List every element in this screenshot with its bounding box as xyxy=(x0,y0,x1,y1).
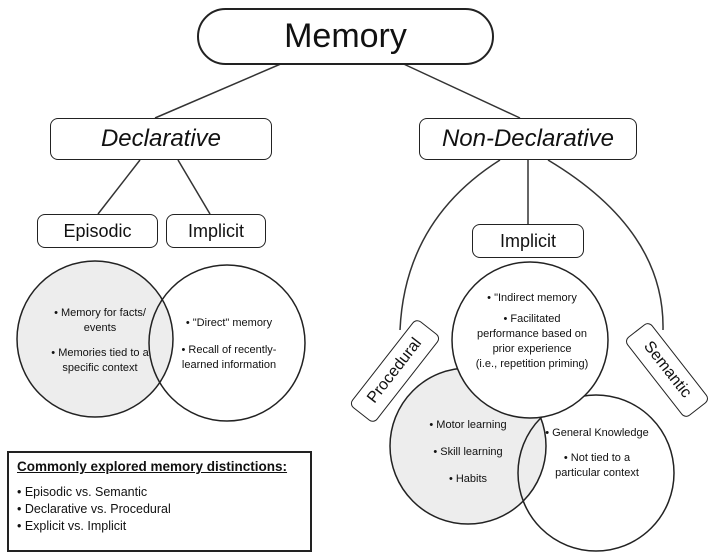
nondeclarative-implicit-text-line: • "Indirect memory xyxy=(487,292,577,304)
declarative-label: Declarative xyxy=(100,125,222,152)
connector-memory-declarative xyxy=(154,59,291,119)
episodic-text-line: specific context xyxy=(62,362,138,374)
nondeclarative-implicit-text-line: • Facilitated xyxy=(503,313,561,325)
declarative-implicit-text-line: • "Direct" memory xyxy=(185,317,273,329)
connector-nondeclarative-semantic xyxy=(547,159,664,331)
procedural-text-line: • Motor learning xyxy=(429,419,507,431)
declarative-implicit-label: Implicit xyxy=(187,220,244,241)
declarative-implicit-text-line: learned information xyxy=(181,359,277,371)
procedural-circle-text: • Motor learning • Skill learning • Habi… xyxy=(418,418,518,487)
circle-semantic xyxy=(517,394,675,552)
circle-declarative-implicit xyxy=(148,264,306,422)
semantic-text-line: particular context xyxy=(555,467,639,479)
declarative-node: Declarative xyxy=(50,118,272,160)
semantic-text-line: • General Knowledge xyxy=(545,427,649,439)
legend-item: • Explicit vs. Implicit xyxy=(17,519,127,533)
nondeclarative-implicit-text-line: performance based on xyxy=(476,328,588,340)
connector-declarative-episodic xyxy=(97,159,141,215)
nondeclarative-node: Non-Declarative xyxy=(419,118,637,160)
distinctions-legend: Commonly explored memory distinctions: •… xyxy=(7,451,312,552)
memory-node: Memory xyxy=(197,8,494,65)
declarative-implicit-node: Implicit xyxy=(166,214,266,248)
semantic-text-line: • Not tied to a xyxy=(563,452,631,464)
legend-item: • Episodic vs. Semantic xyxy=(17,485,148,499)
circle-nondeclarative-implicit xyxy=(451,261,609,419)
episodic-text-line: • Memory for facts/ xyxy=(54,307,146,319)
episodic-text-line: events xyxy=(83,322,117,334)
connector-nondeclarative-procedural xyxy=(399,159,501,331)
memory-title: Memory xyxy=(284,17,407,55)
declarative-implicit-text-line: • Recall of recently- xyxy=(181,344,277,356)
nondeclarative-implicit-text-line: (i.e., repetition priming) xyxy=(475,358,589,370)
procedural-text-line: • Skill learning xyxy=(433,446,503,458)
episodic-circle-text: • Memory for facts/ events • Memories ti… xyxy=(36,306,164,376)
nondeclarative-implicit-text-line: prior experience xyxy=(492,343,572,355)
circle-episodic xyxy=(16,260,174,418)
nondeclarative-label: Non-Declarative xyxy=(441,125,615,152)
episodic-label: Episodic xyxy=(63,220,132,241)
semantic-circle-text: • General Knowledge • Not tied to a part… xyxy=(537,426,657,481)
legend-item: • Declarative vs. Procedural xyxy=(17,502,171,516)
declarative-implicit-circle-text: • "Direct" memory • Recall of recently- … xyxy=(170,316,288,373)
procedural-text-line: • Habits xyxy=(448,473,488,485)
nondeclarative-implicit-node: Implicit xyxy=(472,224,584,258)
connector-memory-nondeclarative xyxy=(394,59,521,119)
nondeclarative-implicit-circle-text: • "Indirect memory • Facilitated perform… xyxy=(462,291,602,372)
episodic-text-line: • Memories tied to a xyxy=(51,347,149,359)
legend-title: Commonly explored memory distinctions: xyxy=(17,459,288,474)
connector-declarative-implicit xyxy=(177,159,211,215)
episodic-node: Episodic xyxy=(37,214,158,248)
nondeclarative-implicit-label: Implicit xyxy=(499,230,556,251)
